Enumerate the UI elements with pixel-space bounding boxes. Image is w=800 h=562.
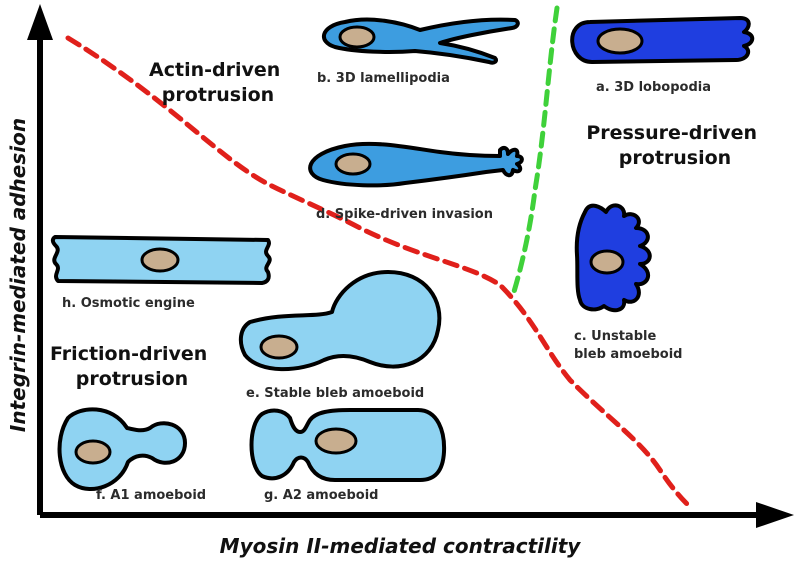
region-friction-driven: Friction-driven protrusion	[50, 343, 214, 390]
cell-spike-driven-invasion	[308, 141, 524, 188]
cell-unstable-bleb-amoeboid	[574, 203, 652, 313]
cell-a1-amoeboid	[57, 407, 187, 491]
label-d-spike-driven: d. Spike-driven invasion	[316, 207, 493, 222]
label-b-3d-lamellipodia: b. 3D lamellipodia	[317, 71, 450, 86]
cell-3d-lobopodia	[570, 16, 755, 64]
cell-osmotic-engine	[50, 235, 272, 285]
cell-3d-lamellipodia	[322, 17, 520, 65]
label-f-a1-amoeboid: f. A1 amoeboid	[96, 488, 206, 503]
y-axis-arrowhead	[27, 4, 53, 40]
red-boundary	[65, 35, 691, 508]
label-e-stable-bleb: e. Stable bleb amoeboid	[246, 386, 424, 401]
label-h-osmotic-engine: h. Osmotic engine	[62, 296, 195, 311]
region-pressure-driven: Pressure-driven protrusion	[586, 122, 763, 169]
y-axis-label: Integrin-mediated adhesion	[6, 118, 30, 432]
x-axis-label: Myosin II-mediated contractility	[220, 534, 582, 558]
cell-a2-amoeboid	[249, 408, 447, 482]
label-a-3d-lobopodia: a. 3D lobopodia	[596, 80, 711, 95]
region-actin-driven: Actin-driven protrusion	[149, 59, 287, 106]
cell-stable-bleb-amoeboid	[238, 270, 442, 372]
label-c-unstable-bleb: c. Unstable bleb amoeboid	[574, 329, 682, 362]
label-g-a2-amoeboid: g. A2 amoeboid	[264, 488, 378, 503]
x-axis-arrowhead	[756, 502, 794, 528]
green-boundary	[510, 5, 560, 298]
